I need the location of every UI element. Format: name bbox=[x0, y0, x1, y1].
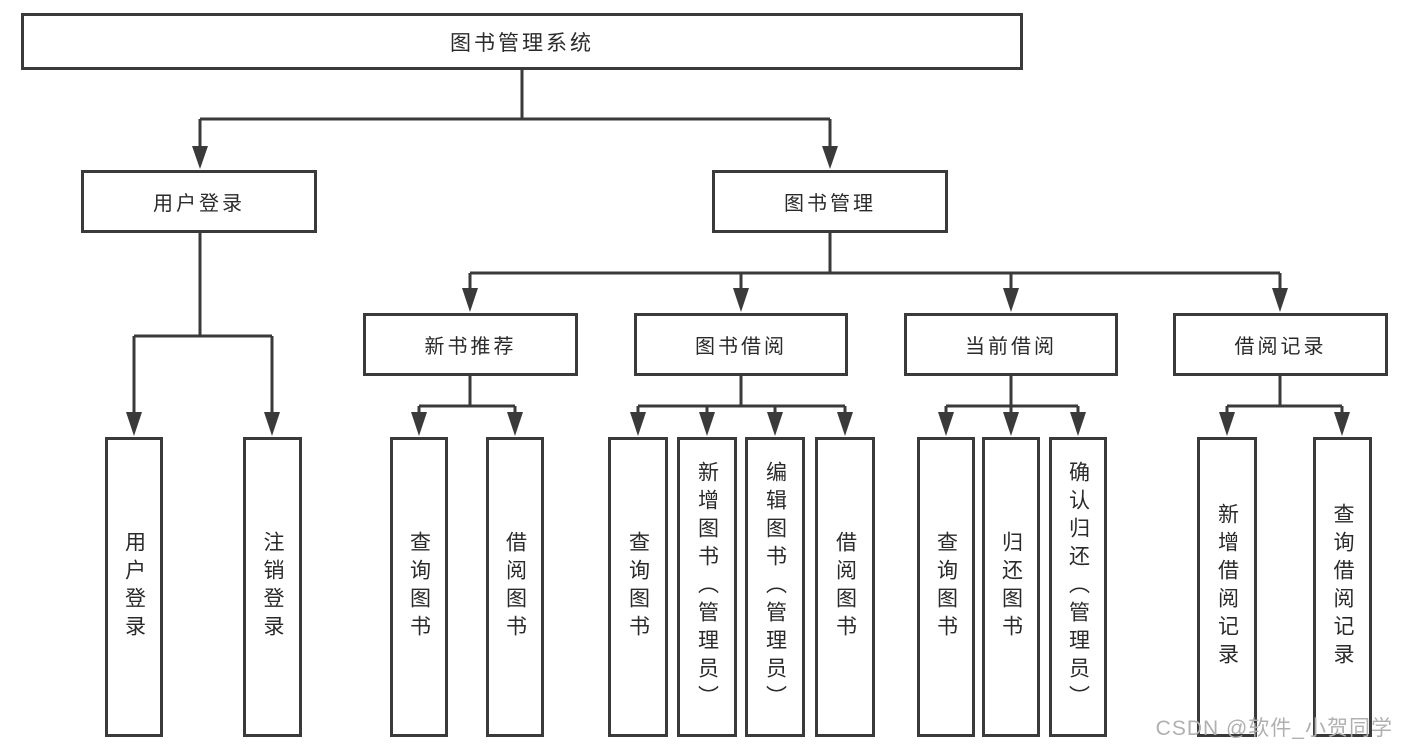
node-borrowing-records-label: 借阅记录 bbox=[1234, 336, 1327, 358]
node-current-borrowing: 当前借阅 bbox=[904, 313, 1118, 376]
leaf-bb-edit-book-admin-label: 编辑图书（管理员） bbox=[763, 461, 787, 713]
leaf-nbr-borrow-books: 借阅图书 bbox=[486, 437, 544, 737]
leaf-br-query-record-label: 查询借阅记录 bbox=[1331, 503, 1354, 671]
connector-user-login-to-leaves bbox=[126, 233, 280, 436]
connector-root-to-level2 bbox=[192, 70, 838, 169]
leaf-cb-return-books: 归还图书 bbox=[982, 437, 1040, 737]
connector-new-book-recommend-to-leaves bbox=[411, 376, 523, 436]
leaf-bb-query-books: 查询图书 bbox=[608, 437, 668, 737]
leaf-bb-query-books-label: 查询图书 bbox=[626, 531, 650, 643]
leaf-user-login-label: 用户登录 bbox=[122, 531, 146, 643]
connector-borrowing-records-to-leaves bbox=[1219, 376, 1350, 436]
connector-book-borrowing-to-leaves bbox=[630, 376, 853, 436]
node-root-label: 图书管理系统 bbox=[450, 31, 594, 55]
leaf-cb-query-books-label: 查询图书 bbox=[934, 531, 958, 643]
leaf-bb-add-book-admin-label: 新增图书（管理员） bbox=[695, 461, 719, 713]
connector-book-management-to-level3 bbox=[462, 233, 1288, 312]
leaf-logout-label: 注销登录 bbox=[261, 531, 284, 643]
node-current-borrowing-label: 当前借阅 bbox=[965, 336, 1057, 358]
leaf-br-add-record-label: 新增借阅记录 bbox=[1215, 503, 1239, 671]
leaf-cb-query-books: 查询图书 bbox=[917, 437, 975, 737]
connector-current-borrowing-to-leaves bbox=[938, 376, 1086, 436]
node-book-borrowing: 图书借阅 bbox=[634, 313, 848, 376]
leaf-cb-confirm-return-admin: 确认归还（管理员） bbox=[1049, 437, 1107, 737]
leaf-br-query-record: 查询借阅记录 bbox=[1313, 437, 1372, 737]
node-root: 图书管理系统 bbox=[21, 13, 1023, 70]
leaf-cb-confirm-return-admin-label: 确认归还（管理员） bbox=[1066, 461, 1090, 713]
node-new-book-recommend-label: 新书推荐 bbox=[424, 336, 517, 358]
leaf-nbr-query-books-label: 查询图书 bbox=[407, 531, 431, 643]
csdn-watermark: CSDN @软件_小贺同学 bbox=[1155, 717, 1393, 740]
leaf-br-add-record: 新增借阅记录 bbox=[1197, 437, 1257, 737]
leaf-bb-borrow-books: 借阅图书 bbox=[815, 437, 875, 737]
leaf-cb-return-books-label: 归还图书 bbox=[999, 531, 1023, 643]
leaf-nbr-query-books: 查询图书 bbox=[390, 437, 448, 737]
node-book-management-label: 图书管理 bbox=[784, 193, 876, 215]
leaf-bb-edit-book-admin: 编辑图书（管理员） bbox=[745, 437, 805, 737]
leaf-bb-borrow-books-label: 借阅图书 bbox=[833, 531, 857, 643]
node-user-login-label: 用户登录 bbox=[153, 193, 245, 215]
leaf-nbr-borrow-books-label: 借阅图书 bbox=[503, 531, 527, 643]
node-new-book-recommend: 新书推荐 bbox=[363, 313, 578, 376]
node-book-management: 图书管理 bbox=[712, 170, 948, 233]
node-borrowing-records: 借阅记录 bbox=[1173, 313, 1388, 376]
leaf-bb-add-book-admin: 新增图书（管理员） bbox=[677, 437, 737, 737]
node-user-login: 用户登录 bbox=[81, 170, 317, 233]
leaf-user-login: 用户登录 bbox=[105, 437, 163, 737]
node-book-borrowing-label: 图书借阅 bbox=[695, 336, 787, 358]
leaf-logout: 注销登录 bbox=[243, 437, 302, 737]
